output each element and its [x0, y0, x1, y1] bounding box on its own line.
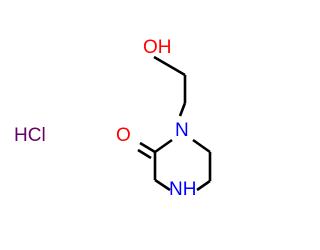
bond-oh-ch2 [153, 55, 186, 77]
ring-nitrogen-4-label: NH [169, 179, 196, 200]
hydrochloride-label: HCl [14, 125, 46, 146]
bond-c3-n4 [154, 178, 171, 192]
bond-c6-n1 [192, 138, 211, 154]
bond-ch2-n1 [178, 102, 187, 117]
structure-diagram: OH O N NH HCl [14, 37, 212, 200]
bond-n1-c2 [154, 138, 173, 154]
bond-c2-o-double-a [139, 141, 156, 154]
carbonyl-oxygen-label: O [116, 125, 131, 146]
bond-n4-c5 [196, 179, 211, 192]
molecule-drawing: OH O N NH HCl [14, 37, 212, 200]
bond-c2-o-double-b [137, 148, 152, 160]
hydroxyl-label: OH [143, 37, 172, 58]
ring-nitrogen-1-label: N [175, 120, 189, 141]
